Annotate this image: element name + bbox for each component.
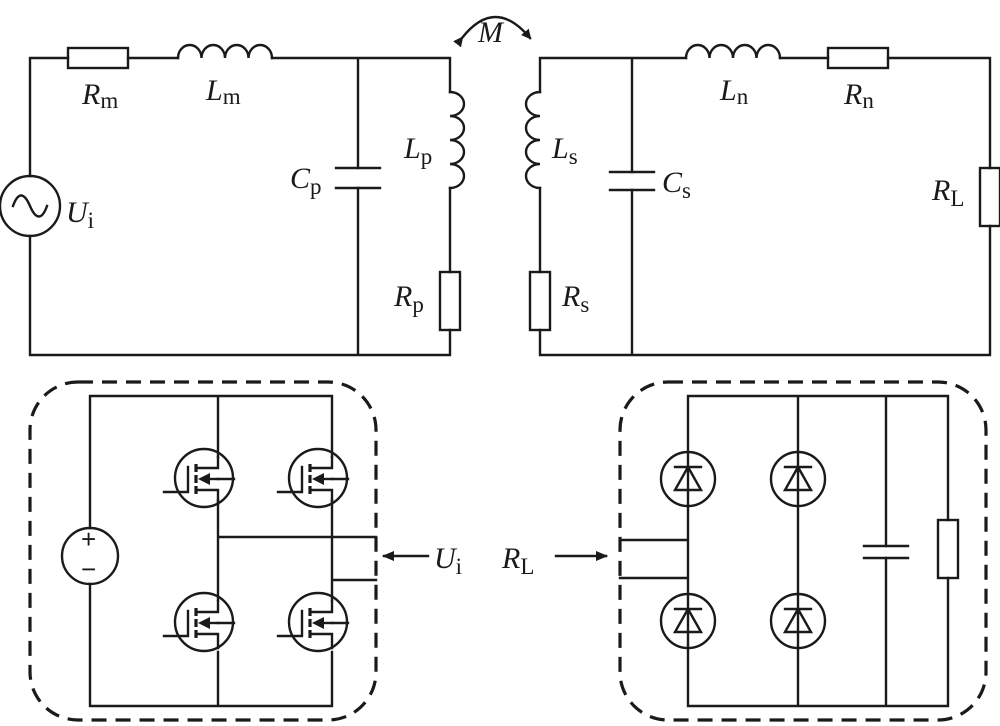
label-Ui-source: Ui	[66, 196, 94, 233]
inductor-Ln	[684, 43, 782, 60]
inductor-Lm	[176, 43, 274, 60]
secondary-circuit	[524, 43, 1000, 357]
dc-plus-sign: +	[81, 524, 96, 554]
rectifier-circuit	[618, 380, 988, 722]
diode-bottom-left	[659, 592, 717, 650]
ac-source	[0, 174, 62, 238]
label-Rn: Rn	[843, 78, 874, 113]
dc-source	[60, 526, 120, 586]
capacitor-Cp	[334, 166, 382, 190]
resistor-Rp	[438, 270, 462, 332]
label-Rp: Rp	[393, 280, 424, 317]
resistor-RL	[978, 166, 1000, 228]
label-Cp: Cp	[290, 162, 322, 199]
primary-circuit	[0, 43, 466, 357]
diode-top-right	[769, 450, 827, 508]
rectifier-dashed-border	[618, 380, 988, 722]
resistor-load	[936, 518, 960, 580]
diode-top-left	[659, 450, 717, 508]
capacitor-Cs	[608, 170, 656, 192]
label-Rs: Rs	[561, 280, 589, 317]
label-RL-load: RL	[931, 174, 964, 211]
mosfet-bottom-left	[162, 591, 236, 653]
capacitor-filter	[862, 544, 910, 560]
resistor-Rs	[528, 270, 552, 332]
resistor-Rn	[826, 46, 890, 70]
mutual-inductance-arrow	[453, 15, 532, 48]
mosfet-bottom-right	[276, 591, 350, 653]
label-Rm: Rm	[81, 78, 118, 113]
label-M: M	[477, 16, 505, 49]
label-Lp: Lp	[403, 132, 432, 169]
resistor-Rm	[66, 46, 130, 70]
inverter-circuit	[28, 380, 378, 722]
inductor-Lp	[448, 90, 466, 190]
diode-bottom-right	[769, 592, 827, 650]
rectifier-wires	[618, 394, 950, 708]
label-Cs: Cs	[662, 166, 691, 203]
sine-wave-icon	[11, 194, 49, 218]
secondary-wires	[538, 56, 992, 357]
label-Ln: Ln	[719, 74, 749, 109]
inverter-wires	[88, 394, 378, 708]
inverter-dashed-border	[28, 380, 378, 722]
dc-minus-sign: −	[81, 554, 96, 584]
label-RL-arrow: RL	[501, 542, 534, 579]
inductor-Ls	[524, 90, 542, 190]
label-Ui-arrow: Ui	[434, 542, 462, 579]
label-Lm: Lm	[205, 74, 241, 109]
mosfet-top-right	[276, 447, 350, 509]
label-Ls: Ls	[551, 132, 578, 169]
primary-top-wire	[28, 56, 452, 357]
mosfet-top-left	[162, 447, 236, 509]
